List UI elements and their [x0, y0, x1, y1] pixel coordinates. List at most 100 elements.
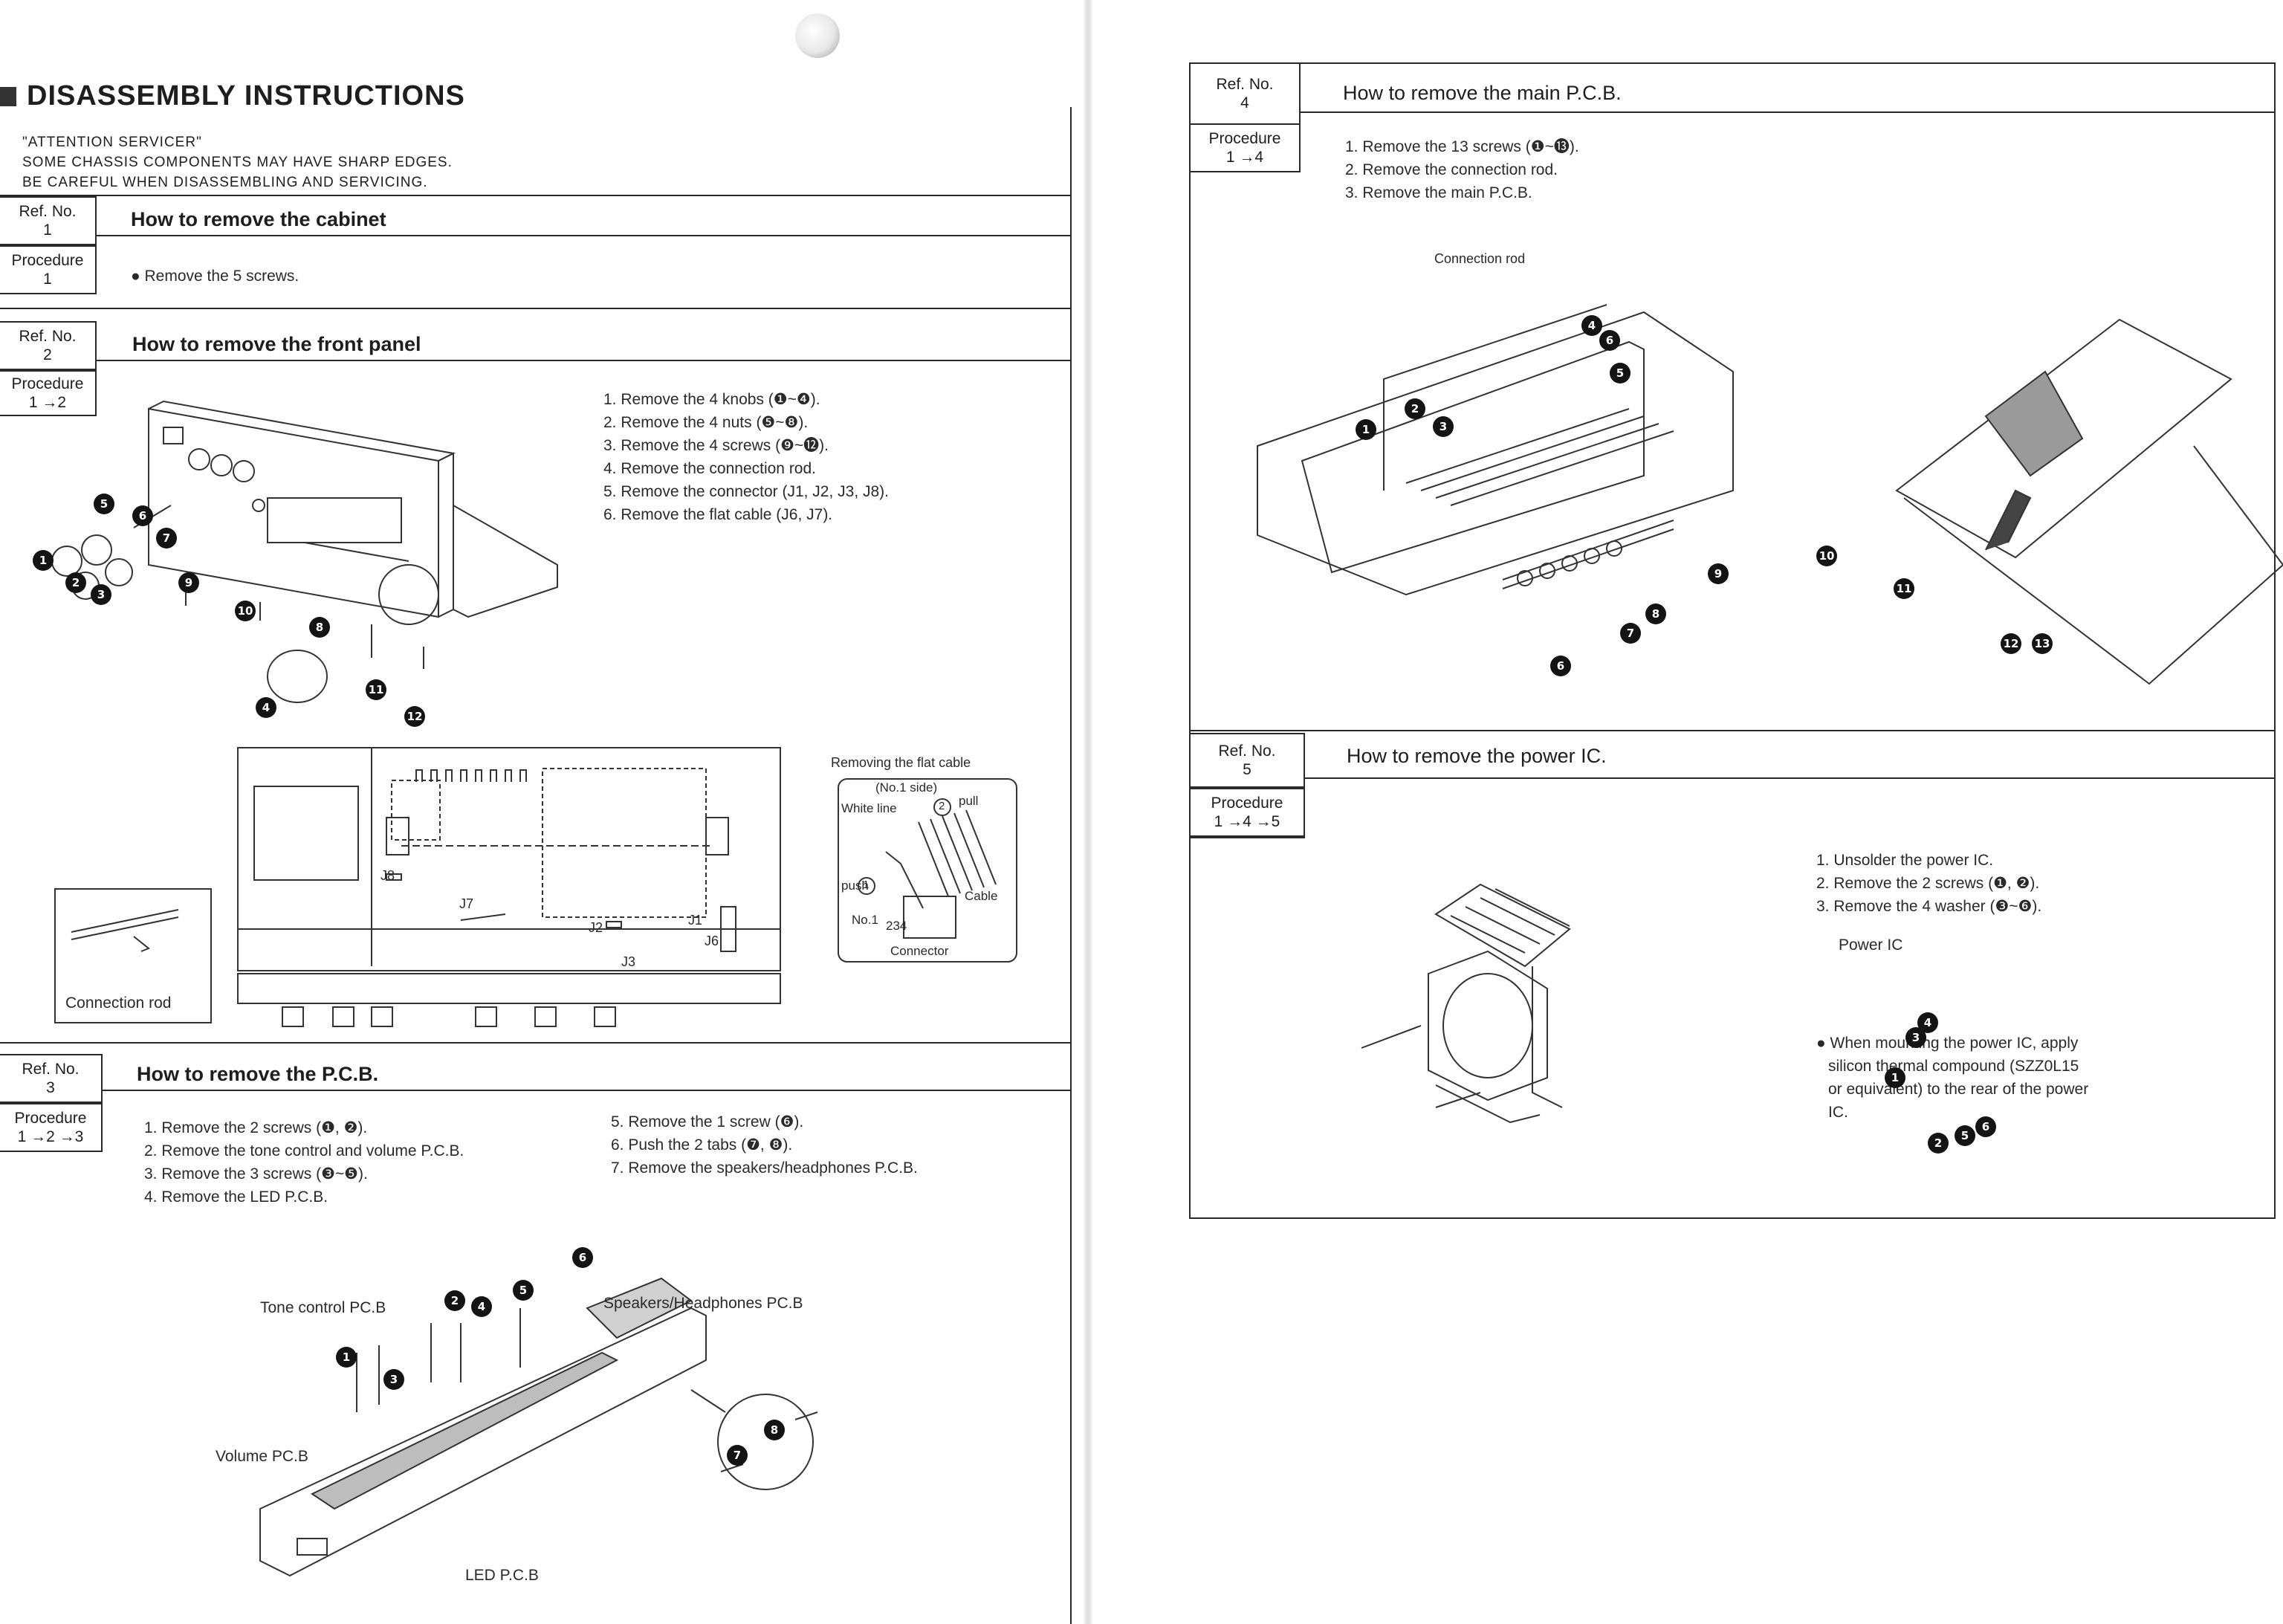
procedure-label: Procedure: [1208, 130, 1281, 147]
tone-control-pcb: [312, 1353, 617, 1509]
callout-number: 6: [1599, 330, 1620, 351]
front-panel-diagram: [22, 394, 572, 728]
callout-number: 4: [471, 1296, 492, 1317]
procedure-value: 1 →4: [1225, 149, 1264, 166]
step-item: 6. Push the 2 tabs (❼, ❽).: [611, 1136, 793, 1154]
heading-square-icon: [0, 86, 16, 106]
chassis-left: [1257, 312, 1733, 595]
callout-number: 8: [764, 1420, 785, 1440]
callout-no1-side: (No.1 side): [875, 780, 938, 795]
attention-line-2: SOME CHASSIS COMPONENTS MAY HAVE SHARP E…: [22, 155, 453, 170]
callout-number: 7: [727, 1445, 748, 1466]
section-2-title: How to remove the front panel: [132, 333, 421, 355]
procedure-label: Procedure: [11, 252, 84, 269]
knob: [52, 546, 82, 576]
procedure-value: 1 →2 →3: [17, 1128, 84, 1145]
ref-no-label: Ref. No.: [19, 203, 77, 220]
page-title: DISASSEMBLY INSTRUCTIONS: [27, 80, 465, 111]
callout-number: 3: [383, 1369, 404, 1390]
step-item: 2. Remove the 4 nuts (❺~❽).: [603, 414, 809, 431]
procedure-cell-4: Procedure 1 →4: [1189, 123, 1301, 172]
flat-cable-callout: [837, 777, 1020, 963]
callout-number: 8: [309, 617, 330, 638]
step-item: 1. Remove the 2 screws (❶, ❷).: [144, 1119, 368, 1136]
callout-number: 3: [1433, 416, 1454, 437]
step-item: 3. Remove the 4 washer (❸~❻).: [1816, 898, 2042, 915]
callout-number: 6: [572, 1247, 593, 1268]
ref-no-label: Ref. No.: [1216, 76, 1274, 93]
callout-connector: Connector: [890, 944, 949, 958]
step-item: 1. Remove the 13 screws (❶~⓭).: [1345, 138, 1579, 155]
procedure-cell-3: Procedure 1 →2 →3: [0, 1103, 103, 1152]
book-spine: [1084, 0, 1092, 1624]
callout-cable: Cable: [965, 889, 998, 903]
section-5-steps: 1. Unsolder the power IC. 2. Remove the …: [1816, 849, 2041, 918]
callout-number: 5: [1955, 1125, 1975, 1146]
label-connection-rod: Connection rod: [1434, 251, 1526, 266]
callout-number: 2: [1405, 398, 1425, 419]
callout-number: 10: [235, 601, 256, 621]
ref-no-cell-3: Ref. No. 3: [0, 1054, 103, 1103]
volume-hole: [379, 565, 438, 624]
pcb-diagram: [245, 1264, 870, 1620]
callout-number: 7: [156, 528, 177, 549]
callout-number: 10: [1816, 546, 1837, 566]
attention-line-1: "ATTENTION SERVICER": [22, 135, 202, 150]
callout-pull: pull: [959, 794, 979, 808]
rule: [1305, 777, 2274, 779]
callout-number: 1: [1885, 1067, 1905, 1088]
ref-no-value: 3: [46, 1079, 55, 1096]
section-3-title: How to remove the P.C.B.: [137, 1063, 379, 1085]
step-item: 4. Remove the connection rod.: [603, 460, 817, 477]
heatsink-top: [1436, 884, 1570, 966]
main-pcb-diagram: [1243, 268, 2283, 684]
callout-num-1: 1: [863, 879, 870, 891]
callout-number: 9: [178, 572, 199, 593]
step-item: 3. Remove the main P.C.B.: [1345, 184, 1532, 201]
section-2-steps: 1. Remove the 4 knobs (❶~❹). 2. Remove t…: [603, 388, 889, 526]
procedure-cell-2: Procedure 1 →2: [0, 370, 97, 416]
tab-detail-circle: [718, 1394, 813, 1489]
label-j6: J6: [705, 934, 719, 948]
ref-no-cell-1: Ref. No. 1: [0, 196, 97, 245]
section-5-title: How to remove the power IC.: [1347, 745, 1607, 767]
connector-j8: [386, 874, 401, 880]
rule: [1189, 62, 2274, 64]
note-line: silicon thermal compound (SZZ0L15: [1828, 1058, 2079, 1075]
section-4-title: How to remove the main P.C.B.: [1343, 82, 1622, 104]
attention-line-3: BE CAREFUL WHEN DISASSEMBLING AND SERVIC…: [22, 175, 428, 190]
main-pcb: [1986, 372, 2082, 476]
speakers-pcb: [587, 1278, 691, 1338]
power-ic-body: [1428, 951, 1547, 1100]
callout-number: 9: [1708, 563, 1729, 584]
callout-number: 8: [1645, 604, 1666, 624]
heatsink-fins: [416, 770, 526, 782]
callout-no1: No.1: [852, 913, 878, 927]
ref-no-value: 5: [1243, 761, 1251, 778]
section-3-steps-left: 1. Remove the 2 screws (❶, ❷). 2. Remove…: [144, 1116, 464, 1209]
procedure-cell-1: Procedure 1: [0, 245, 97, 294]
label-speakers-pcb: Speakers/Headphones PC.B: [603, 1295, 803, 1312]
step-item: 2. Remove the tone control and volume P.…: [144, 1142, 464, 1159]
step-item: 1. Remove the 4 knobs (❶~❹).: [603, 391, 820, 408]
punch-hole: [795, 13, 840, 58]
chassis-outline: [238, 748, 780, 971]
rule: [1301, 111, 2274, 113]
callout-number: 5: [94, 494, 114, 514]
callout-number: 6: [1550, 656, 1571, 676]
rule: [97, 360, 1070, 361]
rule: [97, 235, 1070, 236]
procedure-label: Procedure: [1211, 795, 1283, 812]
label-led-pcb: LED P.C.B: [465, 1567, 539, 1584]
chassis-top-view: [59, 743, 788, 1041]
ref-no-cell-2: Ref. No. 2: [0, 321, 97, 370]
front-panel-top: [149, 401, 453, 461]
step-item: 2. Remove the 2 screws (❶, ❷).: [1816, 875, 2040, 892]
callout-number: 2: [65, 572, 86, 593]
bottom-tray: [1904, 446, 2283, 684]
step-item: 3. Remove the 3 screws (❸~❺).: [144, 1165, 368, 1183]
rule: [2274, 62, 2276, 1219]
callout-number: 11: [366, 679, 386, 700]
procedure-cell-5: Procedure 1 →4 →5: [1189, 788, 1305, 837]
ref-no-value: 2: [43, 346, 52, 363]
